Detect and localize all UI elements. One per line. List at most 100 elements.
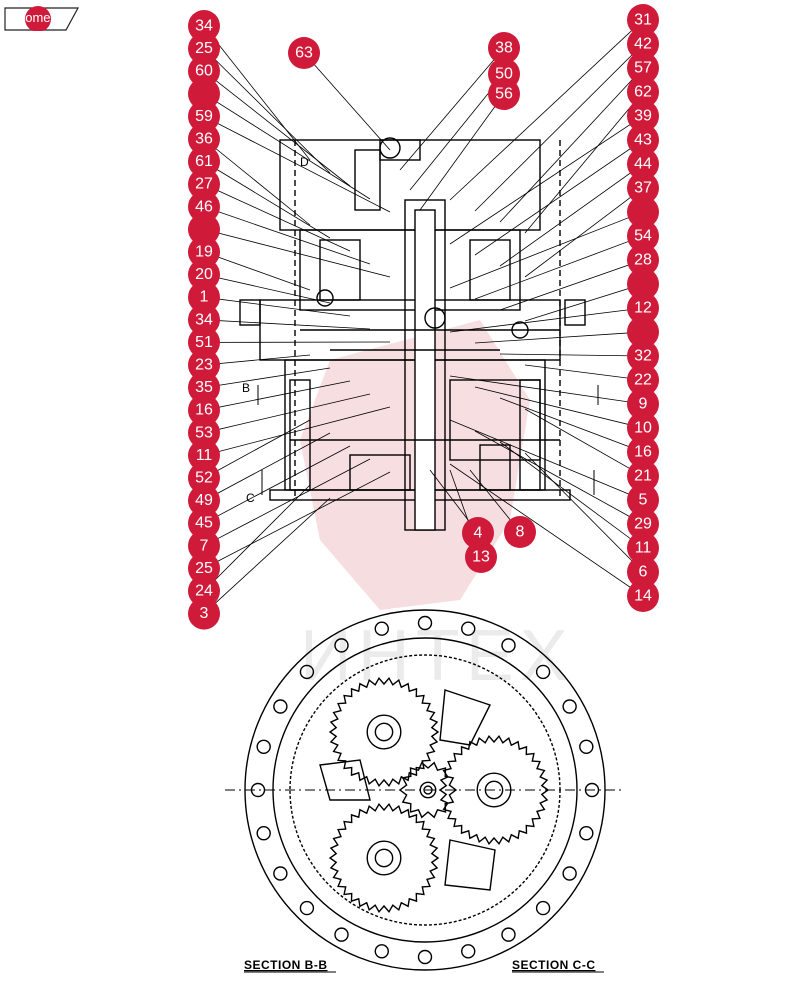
leader-line [203, 25, 311, 161]
callout-badge[interactable]: 6 [627, 556, 659, 588]
callout-badge[interactable]: 25 [188, 32, 220, 65]
callout-badge[interactable]: 38 [488, 32, 520, 64]
callout-badge[interactable]: 51 [188, 326, 220, 359]
leader-line [203, 138, 311, 226]
callout-badge[interactable]: 11 [188, 439, 220, 472]
callout-circle [627, 340, 659, 372]
callout-badge[interactable]: 23 [188, 349, 220, 381]
callout-badge[interactable]: 39 [627, 100, 659, 132]
callout-badge[interactable]: 28 [627, 244, 659, 276]
bolt-hole [417, 949, 433, 965]
callout-badge[interactable]: 49 [188, 484, 220, 517]
section-marks: B C D [242, 155, 599, 505]
callout-badge[interactable]: 34 [188, 303, 220, 336]
leader-line [203, 471, 391, 569]
callout-number: 44 [634, 156, 652, 173]
callout-number: 7 [200, 537, 209, 554]
callout-badge[interactable]: 31 [627, 4, 659, 36]
callout-circle [188, 190, 220, 223]
callout-badge[interactable]: 22 [627, 364, 659, 396]
leader-line [203, 319, 371, 330]
callout-badge[interactable]: 61 [188, 145, 220, 178]
callout-badge[interactable]: 16 [627, 436, 659, 468]
callout-badge[interactable]: 35 [188, 371, 220, 404]
callout-badge[interactable]: 1 [188, 281, 220, 314]
leader-line [474, 235, 644, 300]
home-button[interactable]: home [4, 5, 80, 31]
callout-badge[interactable]: 59 [188, 100, 220, 133]
callout-circle [627, 148, 659, 180]
callout-group: 3425605936612746192013451233516531152494… [188, 4, 659, 630]
callout-number: 8 [516, 524, 525, 541]
callout-number: 54 [634, 228, 652, 245]
callout-badge[interactable]: 52 [188, 462, 220, 494]
callout-badge[interactable]: 25 [188, 552, 220, 585]
callout-circle [488, 78, 520, 110]
section-label-bb: SECTION B-B [244, 958, 328, 972]
callout-badge[interactable]: 63 [288, 37, 320, 69]
callout-number: 59 [195, 108, 213, 125]
callout-badge[interactable]: 42 [627, 28, 659, 60]
callout-badge[interactable]: 13 [465, 541, 497, 573]
callout-badge[interactable]: 34 [188, 10, 220, 42]
callout-number: 53 [195, 424, 213, 441]
callout-badge[interactable]: 5 [627, 484, 659, 516]
bolt-hole [334, 927, 349, 942]
callout-badge[interactable]: 3 [188, 597, 220, 630]
callout-badge[interactable]: 9 [627, 388, 659, 420]
callout-badge[interactable]: 46 [188, 190, 220, 223]
callout-badge[interactable]: 4 [462, 517, 494, 549]
section-mark-d: D [300, 155, 309, 169]
callout-badge[interactable]: 21 [627, 460, 659, 492]
callout-circle [188, 529, 220, 562]
callout-badge[interactable]: 37 [627, 172, 659, 204]
callout-badge[interactable]: 8 [504, 516, 536, 548]
callout-badge[interactable]: 27 [188, 168, 220, 201]
callout-badge[interactable]: 16 [188, 394, 220, 427]
leader-line [203, 274, 331, 304]
callout-number: 12 [634, 300, 652, 317]
gear-bore [423, 785, 433, 795]
bolt-hole [299, 664, 315, 680]
callout-badge[interactable]: 44 [627, 148, 659, 180]
callout-badge[interactable]: 14 [627, 580, 659, 612]
callout-number: 42 [634, 36, 652, 53]
callout-badge[interactable]: 43 [627, 124, 659, 156]
callout-badge[interactable]: 10 [627, 412, 659, 444]
leader-line [449, 115, 644, 245]
callout-badge[interactable]: 53 [188, 416, 220, 449]
callout-badge[interactable]: 57 [627, 52, 659, 84]
callout-badge[interactable]: 24 [188, 575, 220, 607]
callout-badge[interactable] [188, 213, 220, 246]
callout-badge[interactable]: 36 [188, 123, 220, 155]
callout-badge[interactable]: 60 [188, 55, 220, 88]
callout-badge[interactable]: 62 [627, 76, 659, 108]
callout-badge[interactable]: 54 [627, 220, 659, 252]
callout-badge[interactable]: 45 [188, 507, 220, 540]
callout-badge[interactable]: 7 [188, 529, 220, 562]
callout-badge[interactable] [627, 196, 659, 228]
callout-badge[interactable]: 11 [627, 532, 659, 564]
section-label-cc: SECTION C-C [512, 958, 596, 972]
leader-line [499, 67, 644, 223]
callout-badge[interactable]: 12 [627, 292, 659, 324]
gear [328, 802, 440, 914]
callout-badge[interactable]: 56 [488, 78, 520, 110]
callout-badge[interactable] [627, 268, 659, 300]
callout-badge[interactable]: 19 [188, 236, 220, 268]
callout-circle [627, 556, 659, 588]
callout-badge[interactable]: 20 [188, 258, 220, 291]
leader-line [203, 116, 391, 213]
callout-circle [627, 52, 659, 84]
callout-badge[interactable]: 32 [627, 340, 659, 372]
callout-number: 61 [195, 153, 213, 170]
callout-badge[interactable] [188, 77, 220, 110]
leader-line [524, 364, 644, 381]
callout-badge[interactable] [627, 316, 659, 348]
leader-line [203, 367, 331, 388]
callout-circle [627, 196, 659, 228]
callout-badge[interactable]: 29 [627, 508, 659, 540]
leader-line [524, 91, 644, 234]
callout-circle [188, 371, 220, 404]
leader-line [449, 19, 644, 201]
